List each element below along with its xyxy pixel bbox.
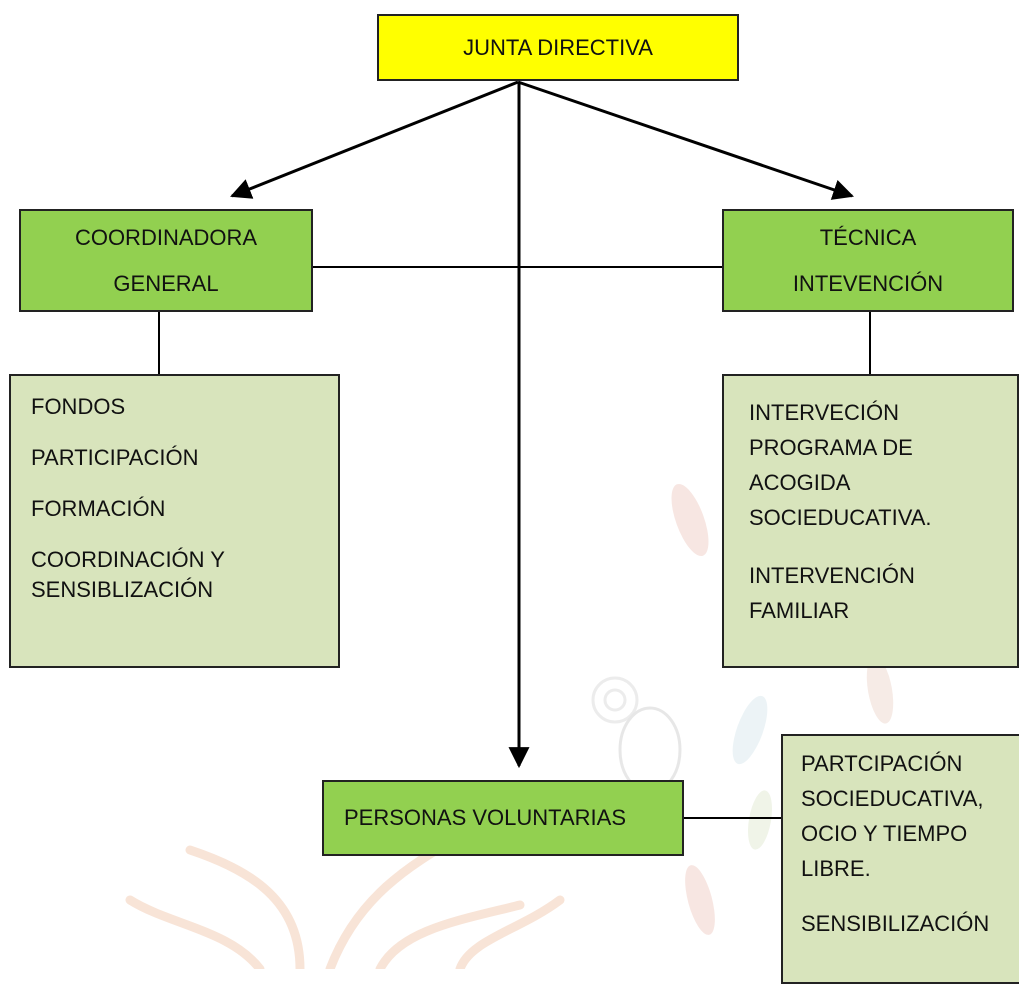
- task-item: INTERVENCIÓN FAMILIAR: [749, 563, 915, 623]
- node-tecnica-intervencion: TÉCNICA INTEVENCIÓN: [722, 209, 1014, 312]
- voluntarias-tasks-box: PARTCIPACIÓN SOCIEDUCATIVA, OCIO Y TIEMP…: [781, 734, 1019, 984]
- node-label: PERSONAS VOLUNTARIAS: [344, 805, 626, 830]
- node-junta-directiva: JUNTA DIRECTIVA: [377, 14, 739, 81]
- coordinadora-tasks-box: FONDOS PARTICIPACIÓN FORMACIÓN COORDINAC…: [9, 374, 340, 668]
- task-item: SENSIBILIZACIÓN: [801, 911, 990, 936]
- arrow-junta-to-tecnica: [517, 80, 854, 200]
- node-personas-voluntarias: PERSONAS VOLUNTARIAS: [322, 780, 684, 856]
- task-item: FONDOS: [31, 394, 126, 419]
- tecnica-tasks-box: INTERVECIÓN PROGRAMA DE ACOGIDA SOCIEDUC…: [722, 374, 1019, 668]
- task-item: FORMACIÓN: [31, 496, 166, 521]
- task-item: PARTCIPACIÓN SOCIEDUCATIVA, OCIO Y TIEMP…: [801, 751, 984, 881]
- leaf-pattern-art: [591, 483, 894, 935]
- task-item: COORDINACIÓN Y SENSIBLIZACIÓN: [31, 547, 225, 602]
- arrow-junta-to-coordinadora: [230, 80, 519, 199]
- task-item: INTERVECIÓN PROGRAMA DE ACOGIDA SOCIEDUC…: [749, 400, 932, 530]
- node-coordinadora-general: COORDINADORA GENERAL: [19, 209, 313, 312]
- task-item: PARTICIPACIÓN: [31, 445, 199, 470]
